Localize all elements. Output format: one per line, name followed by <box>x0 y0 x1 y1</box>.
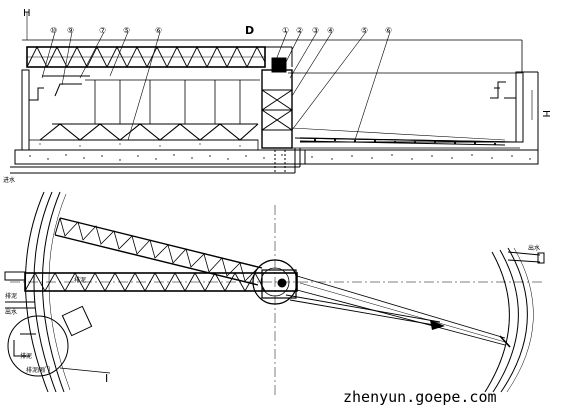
right-tank-wall <box>484 247 534 393</box>
sludge-rake <box>291 127 506 146</box>
section-view <box>10 12 539 174</box>
plan-rake-arms <box>285 275 511 348</box>
leader-lines <box>26 12 533 141</box>
right-outlet-pipe <box>507 251 545 264</box>
inlet-pipe <box>10 148 301 174</box>
watermark: zhenyun.goepe.com <box>343 388 497 406</box>
callout-1: ⑩ <box>50 26 57 35</box>
left-launder <box>29 75 90 101</box>
plan-scraper-truss <box>54 217 263 286</box>
plan-view <box>4 191 545 395</box>
callout-2: ⑨ <box>67 26 74 35</box>
callout-11: ⑥ <box>385 26 392 35</box>
center-drive <box>261 57 293 149</box>
callout-5: ⑥ <box>155 26 162 35</box>
callout-4: ⑤ <box>123 26 130 35</box>
plan-center-drive <box>252 259 298 305</box>
callout-6: ① <box>282 26 289 35</box>
side-h-label: H <box>540 110 551 118</box>
callout-8: ③ <box>312 26 319 35</box>
right-launder <box>490 81 516 99</box>
hanging-rods <box>85 79 260 124</box>
inlet-label: 进水 <box>3 176 15 184</box>
section-h-label: H <box>23 8 31 19</box>
right-wall <box>515 71 524 143</box>
detail-i-label: I <box>105 372 108 385</box>
callout-markers: ⑩ ⑨ ⑦ ⑤ ⑥ ① ② ③ ④ ⑤ ⑥ <box>50 26 392 35</box>
left-outlet-b-label: 出水 <box>5 308 17 316</box>
left-wall <box>21 69 30 151</box>
section-d-label: D <box>245 24 254 37</box>
detail-circle-i <box>7 305 111 377</box>
callout-9: ④ <box>327 26 334 35</box>
section-labels: H D H 进水 <box>3 8 551 184</box>
scraper-truss <box>39 123 259 141</box>
sludge-label: 排泥 <box>20 352 32 360</box>
plan-labels: 出水 排泥 出水 排泥 排泥阀门 排泥 I <box>5 244 540 385</box>
callout-7: ② <box>296 26 303 35</box>
right-outlet-label: 出水 <box>528 244 540 252</box>
bridge-truss <box>26 45 293 69</box>
callout-3: ⑦ <box>99 26 106 35</box>
left-outlet-pipe <box>4 271 35 309</box>
left-outlet-a-label: 排泥 <box>5 292 17 300</box>
sludge-valve-label: 排泥阀门 <box>26 366 50 374</box>
drain-label: 排泥 <box>74 276 86 284</box>
callout-10: ⑤ <box>361 26 368 35</box>
foundation <box>14 137 539 165</box>
